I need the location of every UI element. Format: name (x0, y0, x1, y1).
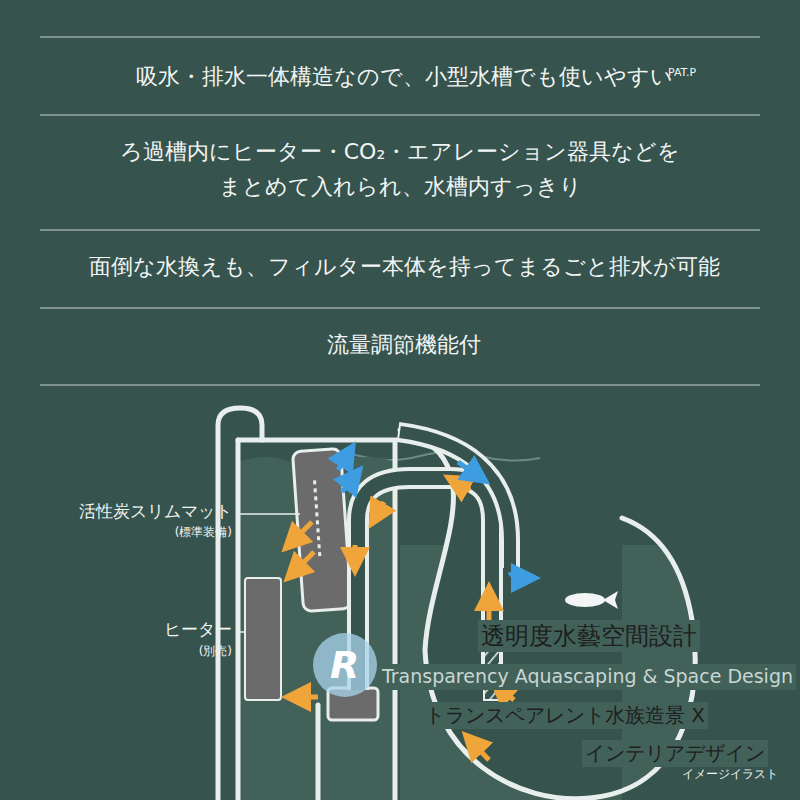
leader-lines (236, 514, 300, 632)
intake-pipe-inner (358, 478, 492, 692)
watermark: Transparency Aquascaping & Space Design (379, 664, 796, 690)
outflow-spout-inner (400, 432, 510, 570)
feature-text: 流量調節機能付 (4, 330, 800, 360)
logo-letter: R (330, 640, 370, 691)
carbon-mat (292, 449, 351, 612)
part-note: (標準装備) (20, 524, 232, 540)
fish (565, 591, 618, 609)
watermark: トランスペアレント水族造景 X (422, 702, 708, 729)
part-note: (別売) (20, 643, 232, 659)
feature-text: ろ過槽内にヒーター・CO₂・エアレーション器具などを まとめて入れられ、水槽内す… (90, 134, 710, 204)
logo-circle (313, 633, 377, 697)
patent-mark: PAT.P (668, 66, 728, 81)
image-note: イメージイラスト (682, 766, 778, 782)
watermark: 透明度水藝空間設計 (478, 620, 700, 652)
heater (245, 578, 281, 700)
intake-pipe (358, 478, 492, 690)
part-name: ヒーター (20, 618, 232, 641)
feature-text: 面倒な水換えも、フィルター本体を持ってまるごと排水が可能 (4, 252, 800, 282)
watermark: インテリアデザイン (582, 740, 768, 767)
part-name: 活性炭スリムマット (20, 500, 232, 523)
